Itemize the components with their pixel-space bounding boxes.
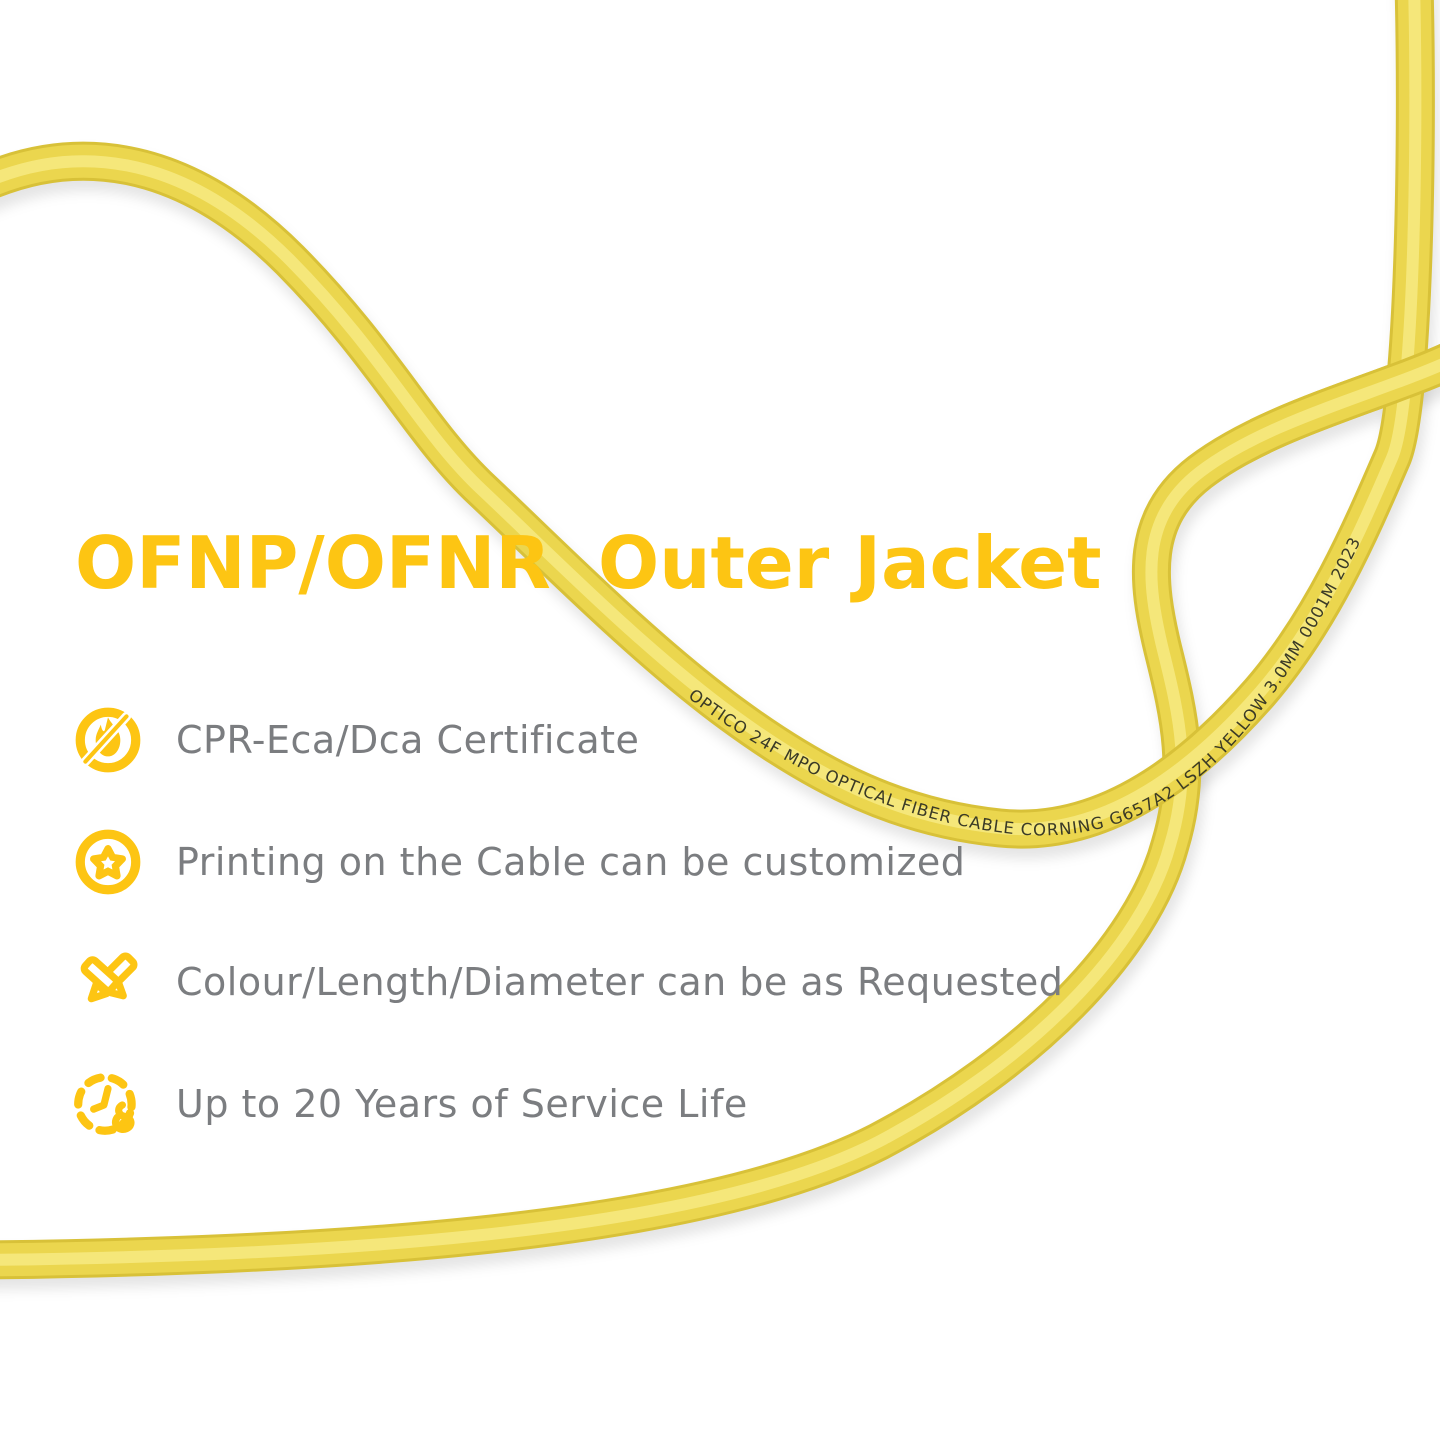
cable-loop: [0, 343, 1440, 1280]
feature-label: Up to 20 Years of Service Life: [176, 1082, 748, 1126]
feature-row-service-life: Up to 20 Years of Service Life: [70, 1062, 748, 1146]
cable-loop-overlap: [1250, 343, 1440, 464]
feature-label: CPR-Eca/Dca Certificate: [176, 718, 640, 762]
pencils-icon: [80, 952, 138, 1003]
cable-main: [0, 0, 1435, 849]
feature-row-printing: Printing on the Cable can be customized: [70, 820, 965, 904]
feature-label: Colour/Length/Diameter can be as Request…: [176, 960, 1064, 1004]
feature-label: Printing on the Cable can be customized: [176, 840, 966, 884]
feature-row-certificate: CPR-Eca/Dca Certificate: [70, 698, 639, 782]
feature-row-custom-size: Colour/Length/Diameter can be as Request…: [70, 940, 1063, 1024]
no-fire-icon: [75, 707, 141, 773]
title-right: Outer Jacket: [598, 521, 1102, 605]
star-badge-icon: [75, 829, 141, 895]
clock-link-icon: [74, 1073, 136, 1135]
page-title: OFNP/OFNR Outer Jacket: [0, 526, 1440, 616]
title-left: OFNP/OFNR: [75, 521, 551, 605]
